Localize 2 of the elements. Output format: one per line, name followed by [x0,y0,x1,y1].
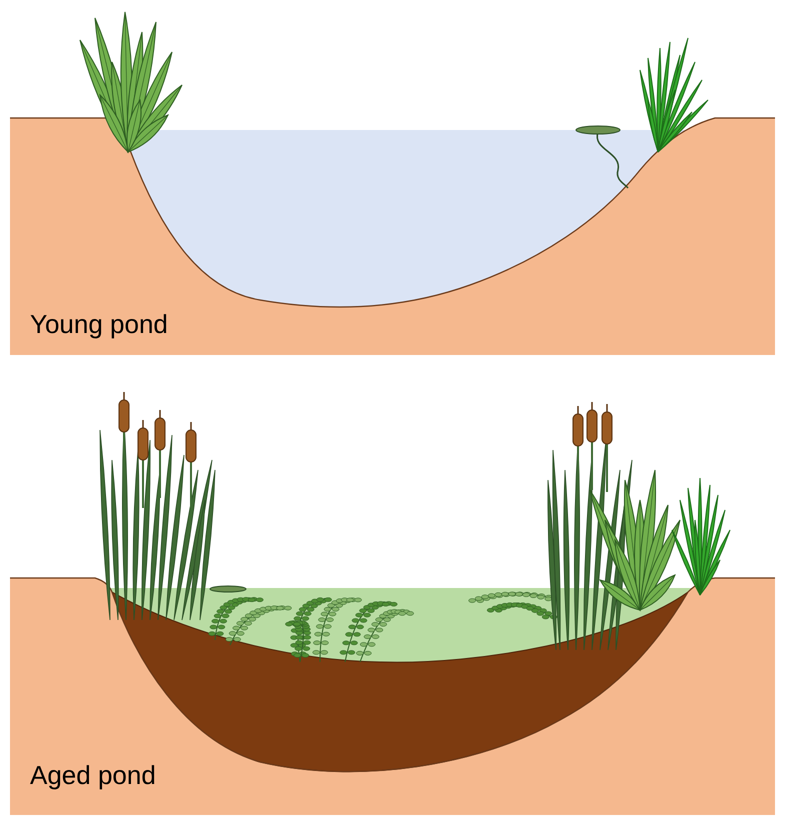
panel-label: Aged pond [30,760,156,792]
panel-label: Young pond [30,309,168,340]
